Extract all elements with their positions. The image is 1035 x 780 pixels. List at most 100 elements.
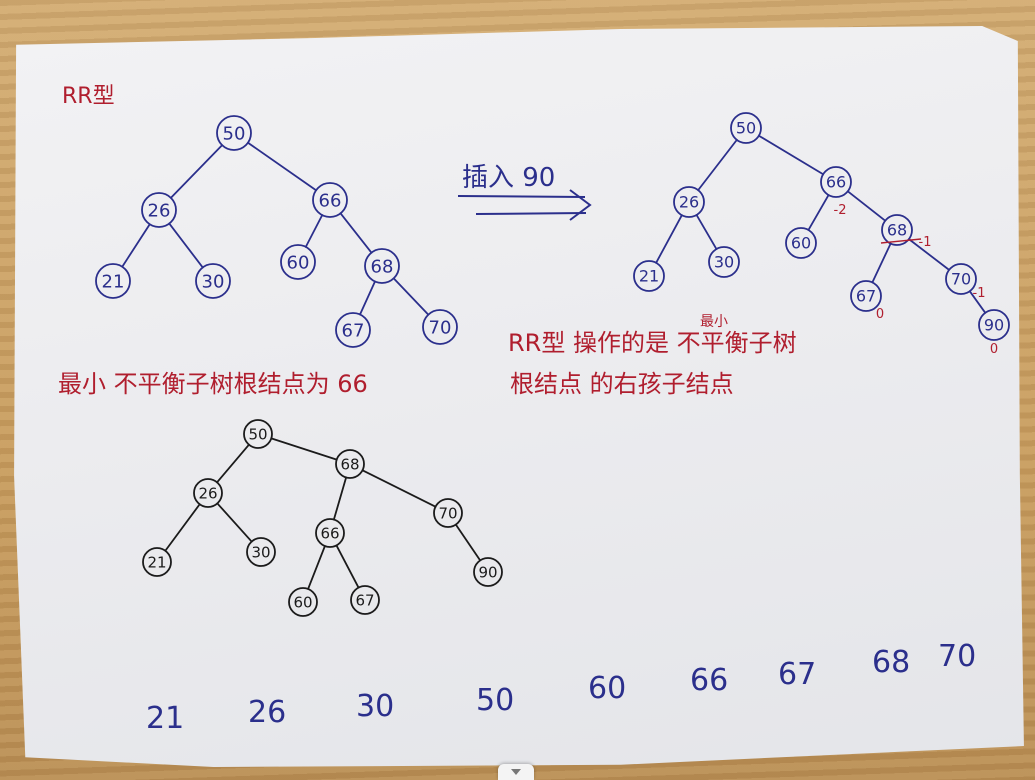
- title-rr-type: RR型: [62, 84, 115, 109]
- node-21: 21: [95, 263, 131, 299]
- node-label: 67: [342, 320, 365, 341]
- node-label: 26: [148, 200, 171, 221]
- node-label: 90: [478, 563, 497, 581]
- sequence-number: 66: [690, 663, 728, 698]
- edge-50-66: [757, 134, 825, 176]
- node-70: 70: [433, 498, 463, 528]
- edge-68-67: [359, 280, 376, 316]
- edge-70-90: [968, 290, 987, 314]
- chevron-down-icon: [511, 769, 521, 775]
- node-67: 67: [335, 312, 371, 348]
- node-68: 68: [335, 449, 365, 479]
- unbalanced-mark: [880, 238, 922, 244]
- node-circle: [422, 309, 458, 345]
- node-circle: [881, 214, 913, 246]
- node-circle: [785, 227, 817, 259]
- node-circle: [350, 585, 380, 615]
- node-50: 50: [730, 112, 762, 144]
- node-circle: [288, 587, 318, 617]
- node-circle: [335, 312, 371, 348]
- node-90: 90: [473, 557, 503, 587]
- edge-26-30: [695, 214, 718, 250]
- node-label: 70: [438, 504, 457, 522]
- node-circle: [850, 280, 882, 312]
- node-66: 66: [820, 166, 852, 198]
- note-rr-small-insert: 最小: [700, 314, 728, 330]
- node-60: 60: [288, 587, 318, 617]
- node-circle: [141, 192, 177, 228]
- edge-50-66: [247, 141, 317, 192]
- node-label: 68: [887, 221, 907, 240]
- edge-26-30: [216, 502, 253, 543]
- node-label: 21: [147, 553, 166, 571]
- node-label: 60: [791, 234, 811, 253]
- balance-factor-67: 0: [876, 307, 884, 322]
- edge-66-68: [846, 190, 887, 222]
- node-circle: [312, 182, 348, 218]
- insert-label: 插入 90: [462, 163, 555, 193]
- edge-26-21: [655, 214, 683, 264]
- scroll-down-tab[interactable]: [498, 764, 534, 780]
- balance-factor-90: 0: [990, 342, 998, 357]
- edge-68-70: [908, 238, 950, 271]
- node-circle: [195, 263, 231, 299]
- node-26: 26: [141, 192, 177, 228]
- sequence-number: 26: [248, 695, 286, 730]
- balance-factor-66: -2: [834, 203, 847, 218]
- node-26: 26: [673, 186, 705, 218]
- node-circle: [433, 498, 463, 528]
- node-circle: [673, 186, 705, 218]
- edge-50-26: [216, 443, 250, 484]
- node-circle: [335, 449, 365, 479]
- node-circle: [280, 244, 316, 280]
- edge-70-90: [454, 523, 482, 562]
- edge-50-26: [169, 144, 224, 199]
- node-66: 66: [315, 518, 345, 548]
- node-60: 60: [280, 244, 316, 280]
- node-70: 70: [945, 263, 977, 295]
- sequence-number: 67: [778, 657, 816, 692]
- node-68: 68: [881, 214, 913, 246]
- tree-before-insert: 50 26 66 21 30 60 68 67 70: [95, 115, 458, 348]
- node-label: 90: [984, 316, 1004, 335]
- node-circle: [633, 260, 665, 292]
- edge-50-26: [697, 138, 738, 192]
- node-label: 60: [293, 593, 312, 611]
- node-label: 30: [714, 253, 734, 272]
- sequence-number: 70: [938, 639, 976, 674]
- node-67: 67: [350, 585, 380, 615]
- node-30: 30: [246, 537, 276, 567]
- sequence-number: 21: [146, 701, 184, 736]
- node-66: 66: [312, 182, 348, 218]
- node-circle: [95, 263, 131, 299]
- node-label: 70: [429, 317, 452, 338]
- node-label: 68: [371, 256, 394, 277]
- node-label: 30: [202, 271, 225, 292]
- node-circle: [216, 115, 252, 151]
- sequence-number: 60: [588, 671, 626, 706]
- node-circle: [364, 248, 400, 284]
- node-label: 21: [639, 267, 659, 286]
- node-circle: [193, 478, 223, 508]
- node-circle: [243, 419, 273, 449]
- edge-26-21: [121, 223, 151, 268]
- node-circle: [246, 537, 276, 567]
- node-label: 26: [198, 484, 217, 502]
- node-label: 50: [223, 123, 246, 144]
- node-70: 70: [422, 309, 458, 345]
- edge-66-60: [304, 214, 324, 248]
- node-90: 90: [978, 309, 1010, 341]
- node-30: 30: [195, 263, 231, 299]
- edge-68-67: [871, 242, 892, 284]
- node-label: 50: [248, 425, 267, 443]
- sequence-number: 30: [356, 689, 394, 724]
- node-30: 30: [708, 246, 740, 278]
- node-circle: [730, 112, 762, 144]
- sequence-number: 68: [872, 645, 910, 680]
- node-label: 26: [679, 193, 699, 212]
- node-50: 50: [243, 419, 273, 449]
- node-label: 50: [736, 119, 756, 138]
- node-21: 21: [142, 547, 172, 577]
